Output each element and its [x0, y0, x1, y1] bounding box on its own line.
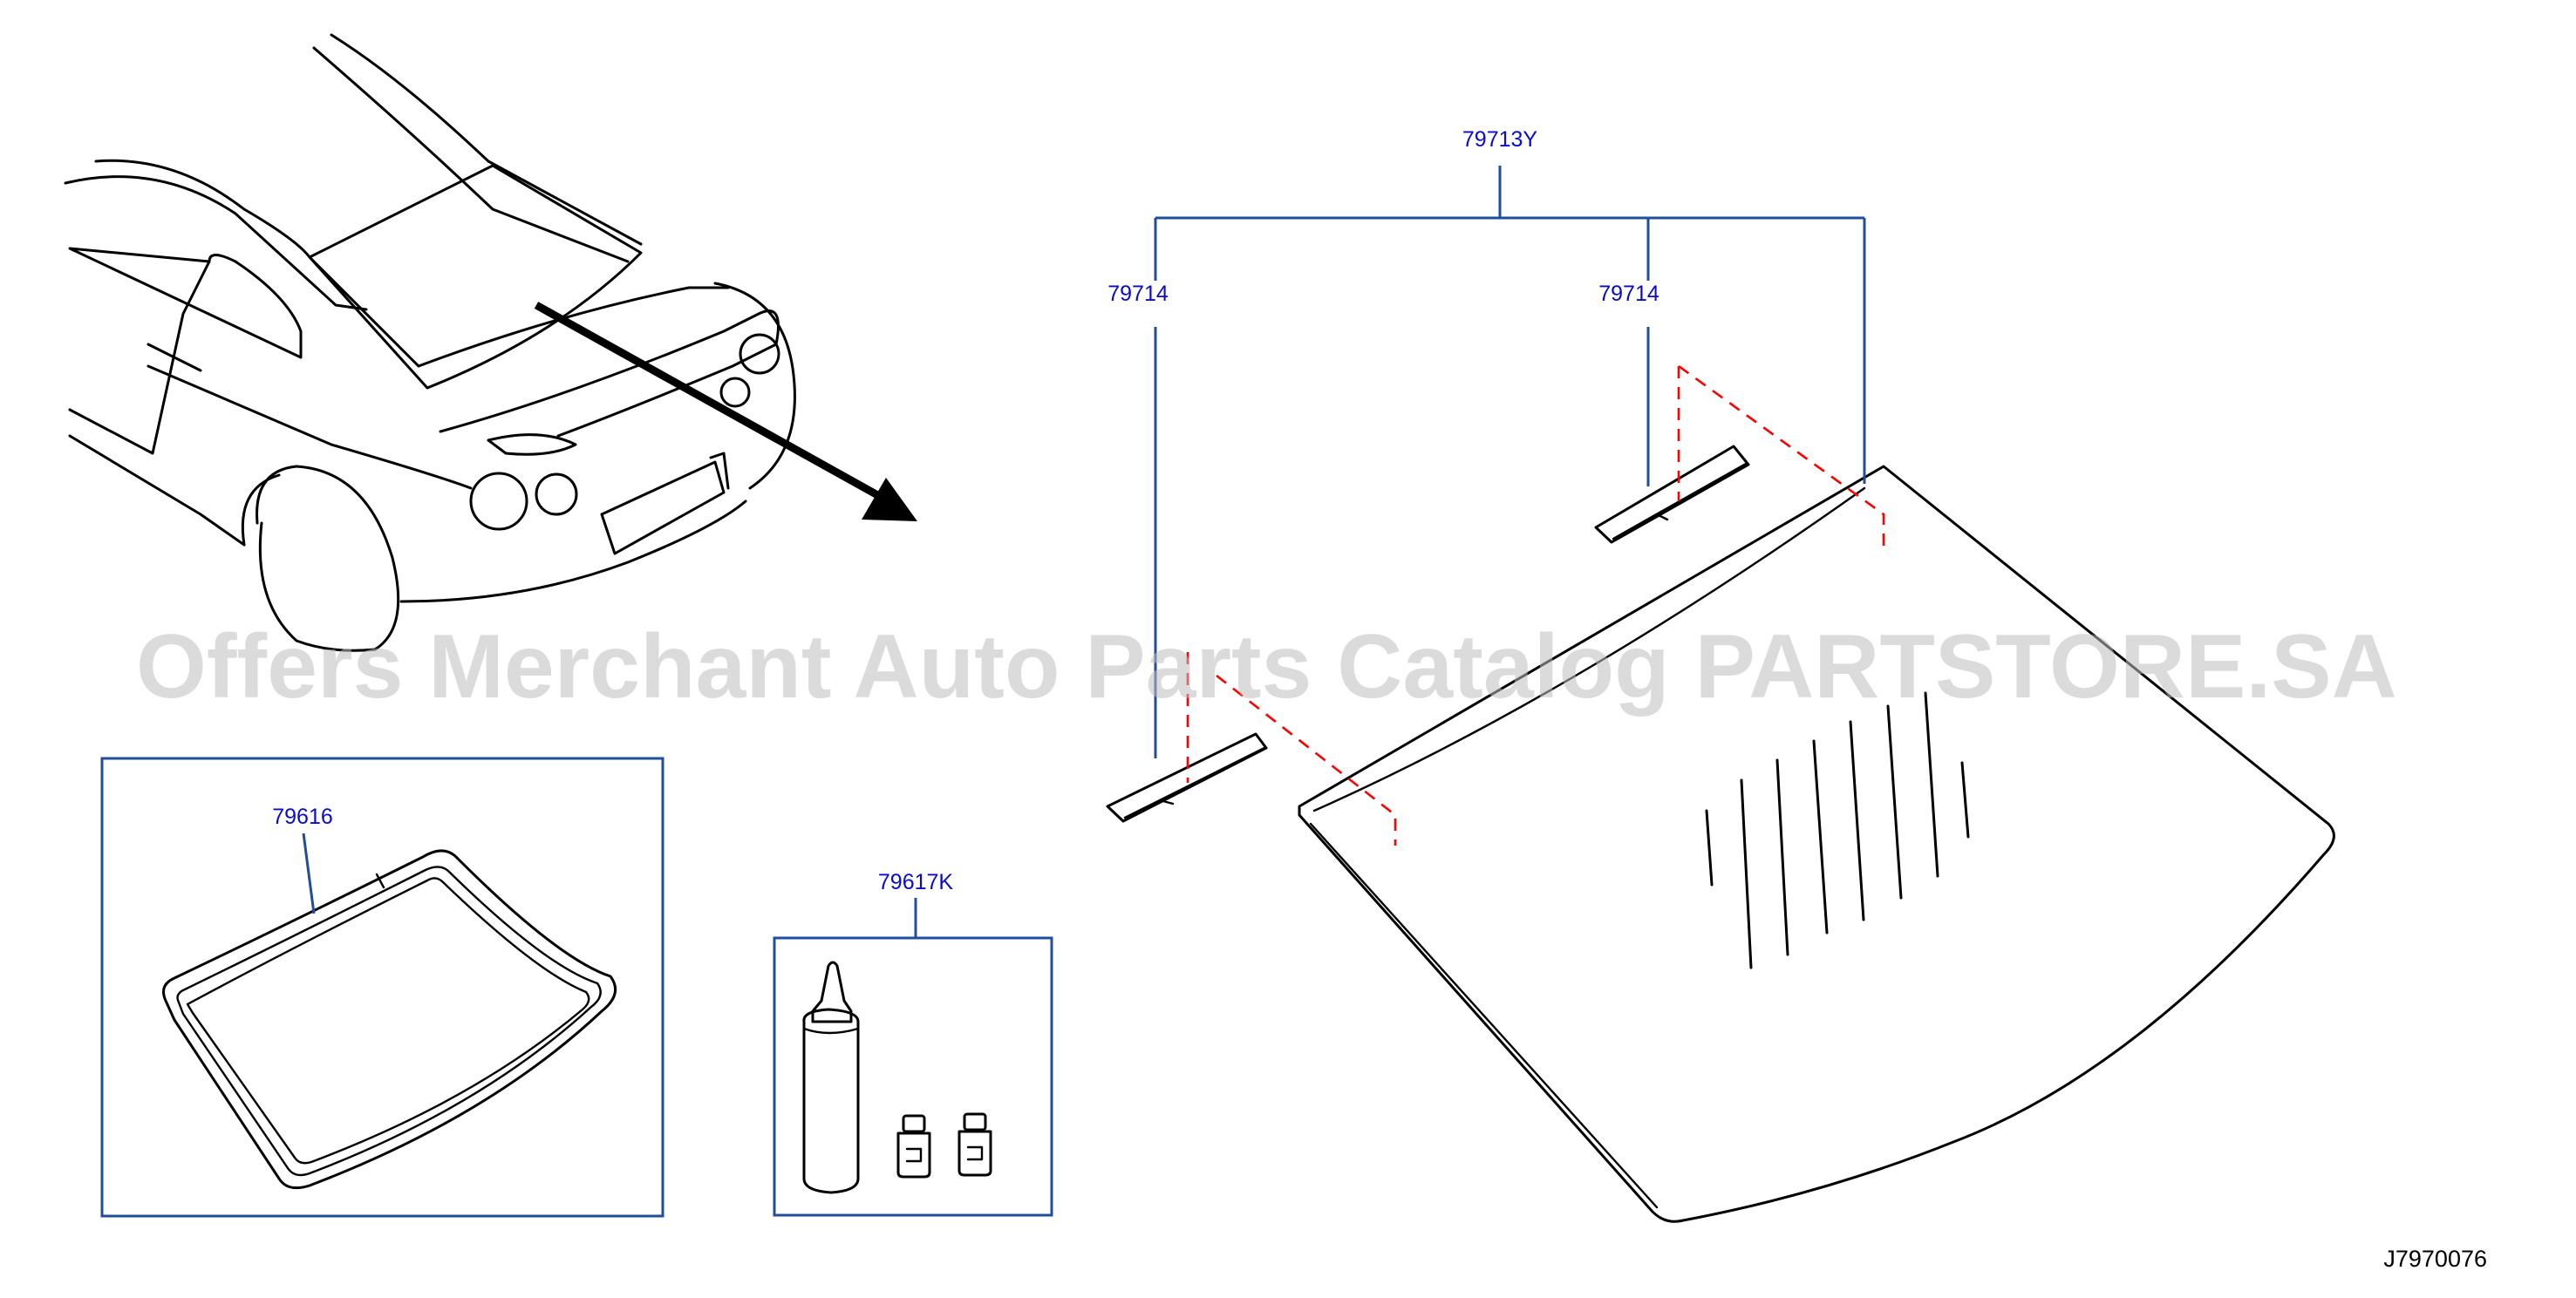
- car-rear-illustration: [64, 33, 917, 652]
- weatherstrip-box: [100, 757, 664, 1218]
- callout-79616[interactable]: 79616: [272, 805, 333, 829]
- callout-79714-right[interactable]: 79714: [1598, 282, 1659, 306]
- diagram-id-label: J7970076: [2383, 1246, 2487, 1272]
- spacer-right-part: [1594, 445, 1750, 544]
- callout-79713y[interactable]: 79713Y: [1462, 127, 1538, 152]
- callout-leader-lines: [1154, 166, 1866, 758]
- watermark-text: Offers Merchant Auto Parts Catalog PARTS…: [136, 616, 2397, 717]
- rear-window-glass: [1298, 465, 2335, 1223]
- adhesive-kit-part: [802, 961, 992, 1194]
- installation-guide-lines: [1186, 364, 1885, 846]
- weatherstrip-leader: [302, 832, 316, 914]
- adhesive-kit-box: [773, 936, 1053, 1217]
- spacer-left-part: [1106, 732, 1268, 823]
- callout-79617k[interactable]: 79617K: [878, 870, 954, 894]
- weatherstrip-part: [162, 849, 617, 1190]
- callout-79714-left[interactable]: 79714: [1107, 282, 1169, 306]
